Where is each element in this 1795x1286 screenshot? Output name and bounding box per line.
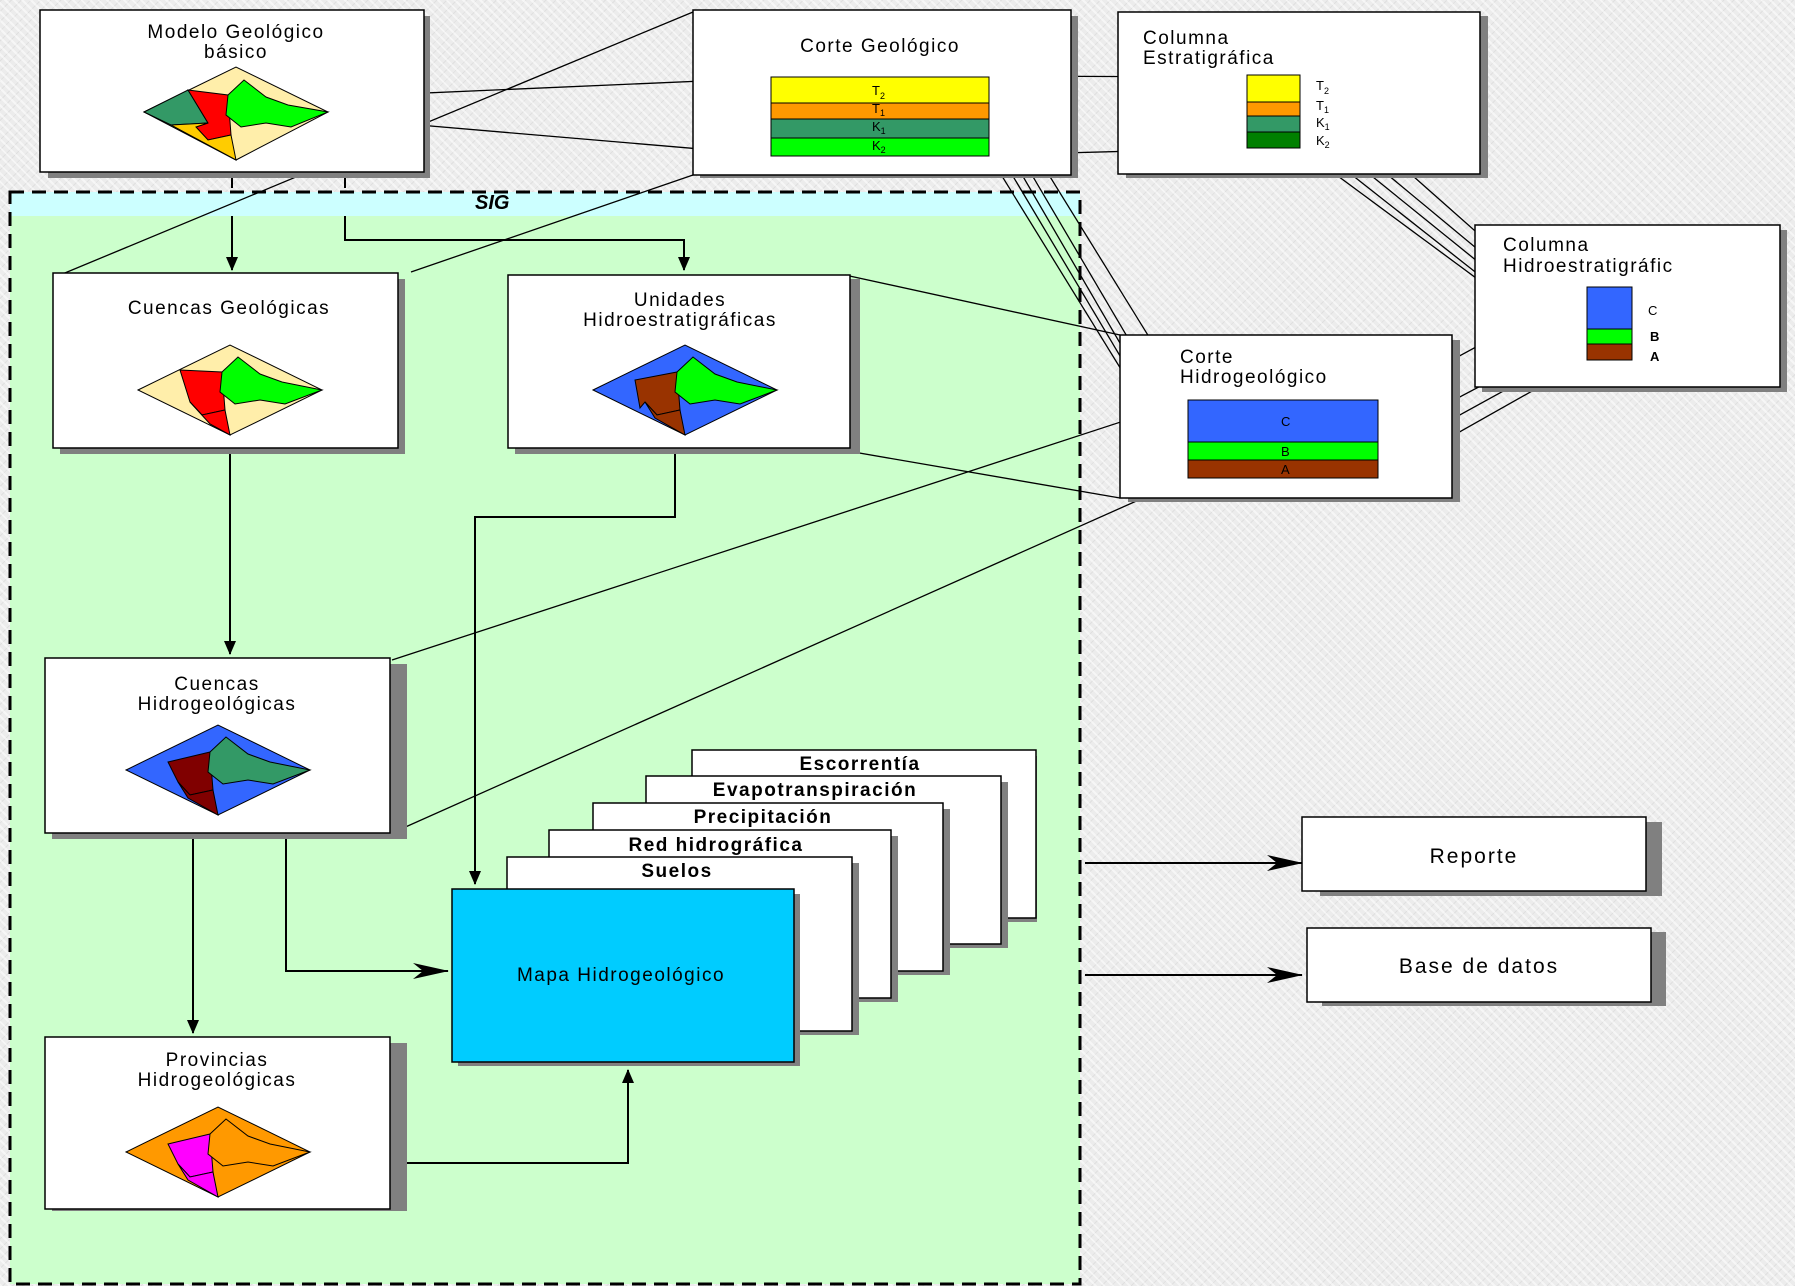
layer-red-hidrografica: Red hidrográfica bbox=[629, 835, 804, 856]
title-line-2: Hidroestratigráficas bbox=[583, 310, 777, 331]
box-cuencas-hidrogeologicas: Cuencas Hidrogeológicas bbox=[44, 657, 407, 839]
layer-suelos: Suelos bbox=[641, 861, 712, 882]
flow-arrows bbox=[187, 174, 1303, 1164]
title: Corte Geológico bbox=[800, 36, 960, 57]
hydro-provinces-map-icon bbox=[124, 1106, 312, 1198]
hydrogeologic-cross-section: C B A bbox=[1187, 399, 1379, 479]
unit-a-label: A bbox=[1281, 462, 1290, 477]
stratigraphic-column: T2 T1 K1 K2 bbox=[1246, 74, 1330, 150]
geologic-model-map-icon bbox=[142, 66, 330, 161]
box-base-de-datos: Base de datos bbox=[1306, 927, 1666, 1006]
layer-evapotranspiracion: Evapotranspiración bbox=[713, 780, 917, 801]
box-corte-hidrogeologico: Corte Hidrogeológico C B A bbox=[1119, 334, 1460, 502]
mapa-hidrogeologico-box bbox=[451, 888, 795, 1063]
title-line-2: Hidroestratigráfic bbox=[1503, 256, 1674, 277]
layer-escorrentia: Escorrentía bbox=[799, 754, 920, 775]
geologic-cross-section: T2 T1 K1 K2 bbox=[770, 76, 990, 157]
title-line-1: Provincias bbox=[166, 1050, 269, 1071]
hydro-units-map-icon bbox=[591, 344, 779, 436]
title-line-2: Hidrogeológicas bbox=[138, 1070, 297, 1091]
unit-a-label: A bbox=[1650, 349, 1660, 364]
unit-c-label: C bbox=[1281, 414, 1290, 429]
title-line-1: Cuencas bbox=[174, 674, 260, 695]
box-unidades-hidroestratigraficas: Unidades Hidroestratigráficas bbox=[507, 274, 860, 454]
box-modelo-geologico: Modelo Geológico básico bbox=[39, 9, 430, 178]
title-line-2: Hidrogeológico bbox=[1180, 367, 1328, 388]
unit-c-label: C bbox=[1648, 303, 1657, 318]
hydrostratigraphic-column: C B A bbox=[1586, 286, 1660, 364]
layer-precipitacion: Precipitación bbox=[694, 807, 833, 828]
base-de-datos-label: Base de datos bbox=[1399, 955, 1559, 978]
title-line-1: Columna bbox=[1143, 28, 1230, 49]
unit-b-label: B bbox=[1650, 329, 1659, 344]
title-line-2: básico bbox=[204, 42, 268, 63]
geologic-basins-map-icon bbox=[136, 344, 324, 436]
title-line-1: Corte bbox=[1180, 347, 1234, 368]
box-reporte: Reporte bbox=[1301, 816, 1662, 896]
box-columna-estratigrafica: Columna Estratigráfica T2 T1 K1 K2 bbox=[1117, 11, 1488, 178]
box-cuencas-geologicas: Cuencas Geológicas bbox=[52, 272, 405, 454]
box-provincias-hidrogeologicas: Provincias Hidrogeológicas bbox=[44, 1036, 407, 1211]
title-line-1: Modelo Geológico bbox=[147, 22, 324, 43]
sig-label: SIG bbox=[475, 192, 509, 214]
reporte-label: Reporte bbox=[1430, 845, 1519, 868]
mapa-hidrogeologico-label: Mapa Hidrogeológico bbox=[517, 965, 725, 986]
title-line-1: Unidades bbox=[634, 290, 726, 311]
box-corte-geologico: Corte Geológico T2 T1 K1 K2 bbox=[692, 9, 1078, 178]
thematic-layers-stack: Escorrentía Evapotranspiración Precipita… bbox=[451, 749, 1037, 1066]
title-line-1: Columna bbox=[1503, 235, 1590, 256]
hydro-basins-map-icon bbox=[124, 724, 312, 816]
title: Cuencas Geológicas bbox=[128, 298, 330, 319]
unit-b-label: B bbox=[1281, 444, 1290, 459]
title-line-2: Hidrogeológicas bbox=[138, 694, 297, 715]
sig-header bbox=[10, 192, 1080, 216]
sig-border bbox=[8, 190, 1082, 1286]
title-line-2: Estratigráfica bbox=[1143, 48, 1275, 69]
box-columna-hidroestratigrafica: Columna Hidroestratigráfic C B A bbox=[1474, 224, 1787, 392]
